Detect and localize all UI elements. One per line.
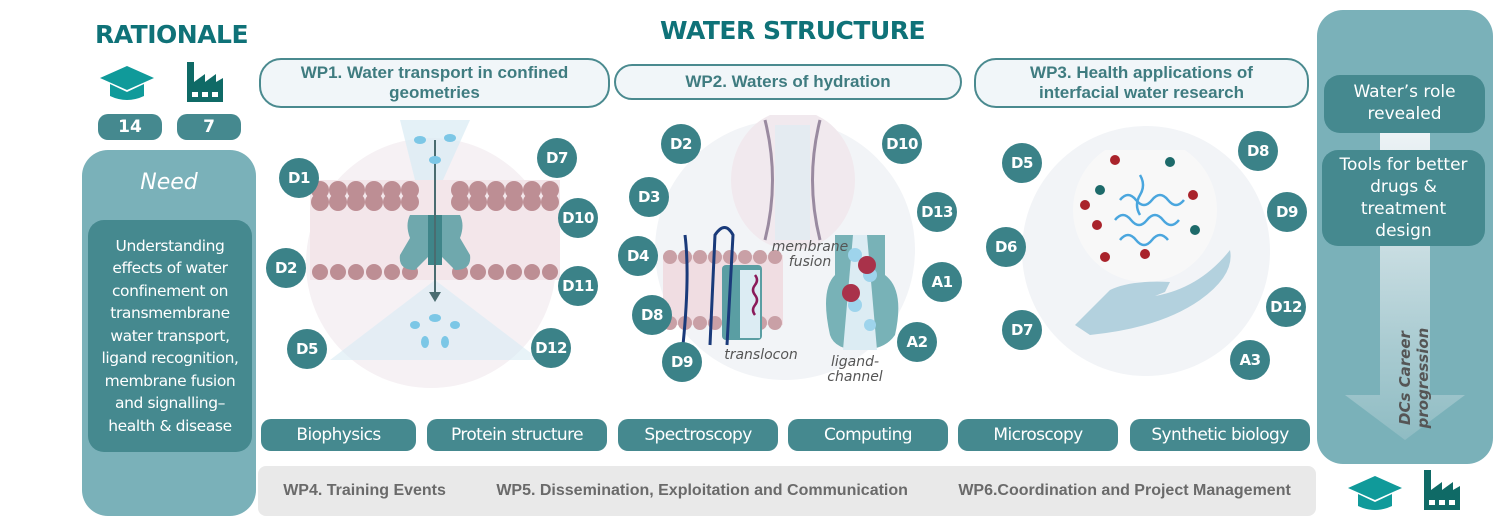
badge-wp3-d8: D8 <box>1238 131 1278 171</box>
wp1-title: WP1. Water transport in confined geometr… <box>259 58 610 108</box>
badge-wp2-a1: A1 <box>922 262 962 302</box>
badge-wp2-d8: D8 <box>632 295 672 335</box>
label-ligand-channel: ligand- channel <box>827 354 883 385</box>
badge-wp2-d13: D13 <box>917 192 957 232</box>
label-membrane-fusion: membrane fusion <box>771 239 849 270</box>
method-synthetic-biology: Synthetic biology <box>1130 419 1310 451</box>
industry-count: 7 <box>177 114 241 140</box>
badge-wp3-d9: D9 <box>1267 192 1307 232</box>
graduation-cap-icon <box>1348 476 1402 510</box>
need-title: Need <box>140 170 198 195</box>
badge-wp2-d2: D2 <box>661 124 701 164</box>
factory-icon <box>187 62 223 102</box>
wp2-title: WP2. Waters of hydration <box>614 64 962 100</box>
badge-wp1-d10: D10 <box>558 198 598 238</box>
membrane-channel-illustration <box>310 120 560 360</box>
wp4-label: WP4. Training Events <box>283 482 446 499</box>
outcome-waters-role: Water’s role revealed <box>1324 75 1485 133</box>
method-computing: Computing <box>788 419 948 451</box>
wp5-label: WP5. Dissemination, Exploitation and Com… <box>496 482 908 499</box>
wp3-title: WP3. Health applications of interfacial … <box>974 58 1309 108</box>
badge-wp3-d6: D6 <box>986 227 1026 267</box>
label-translocon: translocon <box>724 347 798 363</box>
factory-icon <box>1424 470 1460 510</box>
badge-wp1-d1: D1 <box>279 158 319 198</box>
badge-wp2-d9: D9 <box>662 342 702 382</box>
badge-wp3-d5: D5 <box>1002 143 1042 183</box>
method-spectroscopy: Spectroscopy <box>618 419 778 451</box>
badge-wp3-a3: A3 <box>1230 340 1270 380</box>
method-protein-structure: Protein structure <box>427 419 607 451</box>
wp6-label: WP6.Coordination and Project Management <box>958 482 1291 499</box>
badge-wp2-d3: D3 <box>629 177 669 217</box>
protein-hand-illustration <box>1073 150 1231 335</box>
method-biophysics: Biophysics <box>261 419 416 451</box>
career-progression-label: DCs Career progression <box>1396 327 1432 429</box>
badge-wp1-d2: D2 <box>266 248 306 288</box>
support-workpackages-bar: WP4. Training Events WP5. Dissemination,… <box>258 466 1316 516</box>
main-title: WATER STRUCTURE <box>660 16 926 45</box>
outcome-tools: Tools for better drugs & treatment desig… <box>1322 150 1485 246</box>
academic-count: 14 <box>98 114 162 140</box>
badge-wp1-d12: D12 <box>531 328 571 368</box>
badge-wp2-a2: A2 <box>897 322 937 362</box>
hydration-illustration <box>663 115 899 363</box>
graduation-cap-icon <box>100 66 154 100</box>
need-description: Understanding effects of water confineme… <box>88 220 252 452</box>
badge-wp2-d10: D10 <box>882 124 922 164</box>
method-microscopy: Microscopy <box>958 419 1118 451</box>
badge-wp1-d11: D11 <box>558 266 598 306</box>
badge-wp3-d7: D7 <box>1002 310 1042 350</box>
badge-wp1-d5: D5 <box>287 329 327 369</box>
badge-wp2-d4: D4 <box>618 236 658 276</box>
badge-wp1-d7: D7 <box>537 138 577 178</box>
rationale-title: RATIONALE <box>95 20 249 49</box>
career-arrow <box>1345 130 1465 440</box>
badge-wp3-d12: D12 <box>1266 287 1306 327</box>
